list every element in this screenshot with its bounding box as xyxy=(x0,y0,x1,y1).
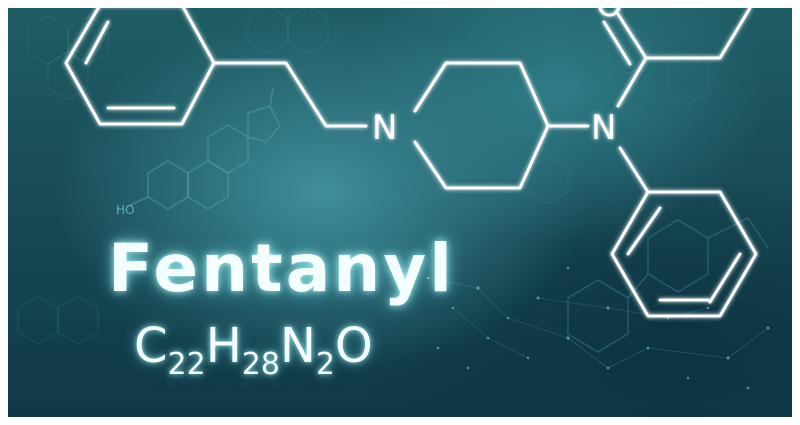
phenyl-ring-right xyxy=(610,190,758,318)
image-frame: HO xyxy=(8,8,792,417)
phenyl-left-double-bond-2 xyxy=(84,20,110,65)
formula-element: O xyxy=(334,318,373,374)
oxygen-label: O xyxy=(596,8,623,25)
piperidine-ring xyxy=(413,61,550,190)
nitrogen-label-left: N xyxy=(372,108,397,148)
formula-element: H xyxy=(205,318,242,374)
faint-steroid-structure xyxy=(127,87,281,210)
background-pattern: HO xyxy=(17,8,770,390)
formula-subscript: 2 xyxy=(315,347,335,382)
carbonyl-double-bond xyxy=(602,20,632,66)
ho-label: HO xyxy=(116,203,134,217)
faint-lower-structure xyxy=(567,217,769,353)
formula-subscript: 22 xyxy=(167,347,206,382)
drug-name-title: Fentanyl xyxy=(108,230,455,307)
fentanyl-structure: N N O xyxy=(64,8,758,318)
bond-n-phenyl xyxy=(618,146,650,194)
nitrogen-label-right: N xyxy=(591,108,616,148)
propionyl-chain xyxy=(644,8,752,60)
particle-network xyxy=(426,266,770,390)
phenyl-ring-left xyxy=(64,8,216,126)
formula-element: N xyxy=(279,318,316,374)
bond-n-carbonyl xyxy=(616,56,648,108)
phenyl-right-double-bond-2 xyxy=(708,252,742,304)
formula-element: C xyxy=(134,318,168,374)
hex-grid xyxy=(17,8,709,345)
particle-links xyxy=(427,277,769,369)
carbonyl-bond xyxy=(616,12,648,60)
formula-subscript: 28 xyxy=(241,347,280,382)
phenyl-right-double-bond xyxy=(626,206,662,256)
ethyl-chain xyxy=(212,61,368,128)
chemical-formula: C22H28N2O xyxy=(134,318,373,382)
